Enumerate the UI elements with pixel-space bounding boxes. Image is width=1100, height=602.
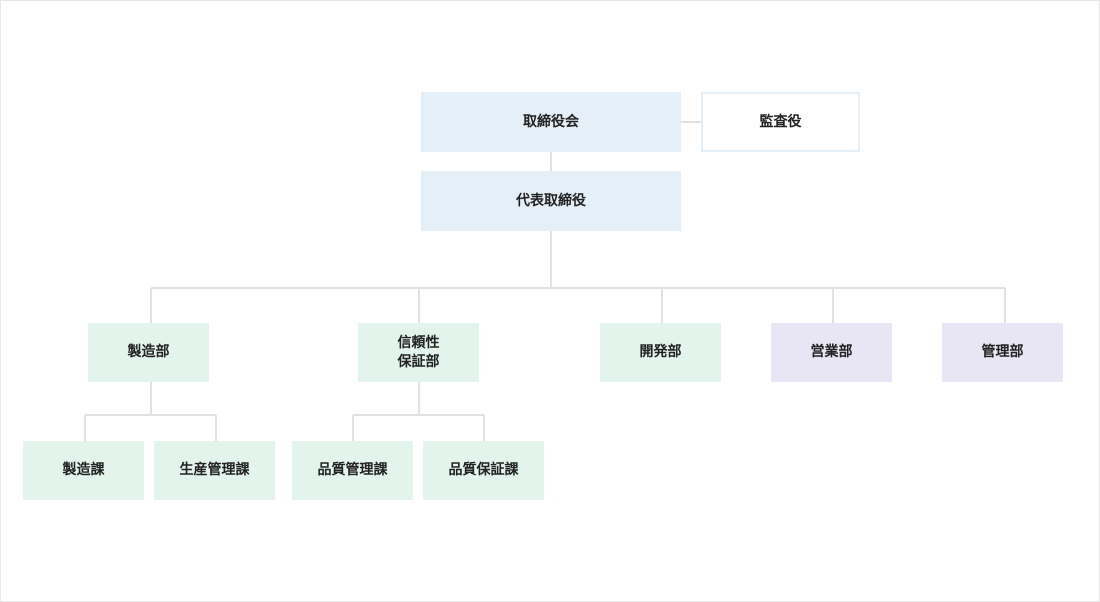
production-control-section-box: 生産管理課	[154, 441, 275, 500]
quality-assurance-section-label: 品質保証課	[448, 462, 519, 478]
auditor-box: 監査役	[701, 92, 860, 152]
development-department-label: 開発部	[639, 344, 682, 360]
reliability-qa-department-box: 信頼性 保証部	[358, 323, 479, 382]
quality-control-section-box: 品質管理課	[292, 441, 413, 500]
reliability-qa-department-label: 信頼性 保証部	[397, 334, 440, 370]
quality-assurance-section-box: 品質保証課	[423, 441, 544, 500]
manufacturing-department-box: 製造部	[88, 323, 209, 382]
president-label: 代表取締役	[516, 192, 586, 209]
sales-department-label: 営業部	[810, 344, 853, 360]
manufacturing-department-label: 製造部	[127, 344, 170, 360]
board-of-directors-label: 取締役会	[523, 113, 579, 130]
production-control-section-label: 生産管理課	[179, 462, 250, 478]
sales-department-box: 営業部	[771, 323, 892, 382]
board-of-directors-box: 取締役会	[421, 92, 681, 152]
manufacturing-section-box: 製造課	[23, 441, 144, 500]
auditor-label: 監査役	[759, 113, 802, 130]
administration-department-label: 管理部	[981, 344, 1024, 360]
administration-department-box: 管理部	[942, 323, 1063, 382]
president-box: 代表取締役	[421, 171, 681, 231]
manufacturing-section-label: 製造課	[62, 462, 105, 478]
quality-control-section-label: 品質管理課	[317, 462, 388, 478]
development-department-box: 開発部	[600, 323, 721, 382]
